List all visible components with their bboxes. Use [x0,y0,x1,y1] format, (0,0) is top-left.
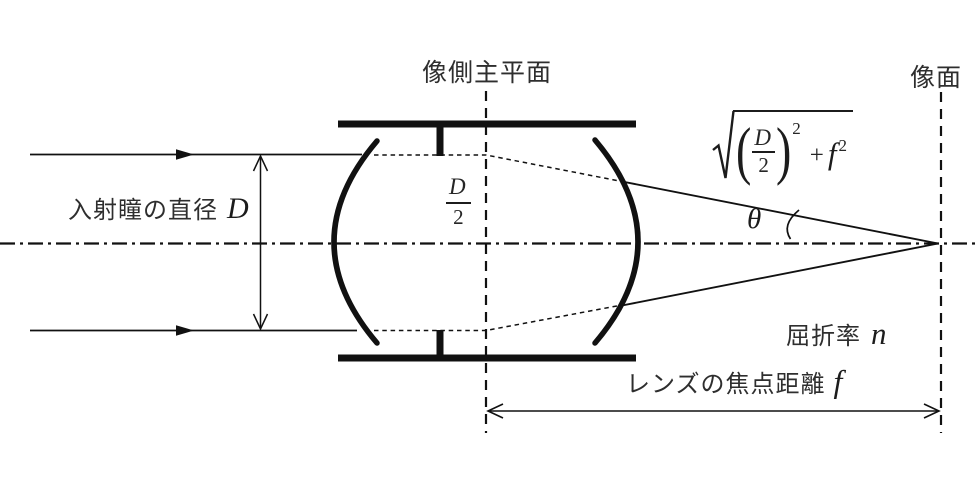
focal-length-label: レンズの焦点距離 f [626,363,842,400]
plus-sign: + [809,142,824,169]
half-diameter-fraction: D 2 [446,174,471,230]
formula-fraction: D 2 [752,126,775,176]
radicand: ( D 2 ) 2 + f 2 [733,110,854,186]
focal-length-symbol-in-formula: f [827,136,837,171]
formula-fraction-denominator: 2 [758,152,769,177]
converging-ray-top [621,180,939,245]
lens-front-surface-arc [331,138,380,346]
formula-fraction-numerator: D [752,126,775,153]
converging-ray-bottom [621,242,939,307]
radical-sign-icon [712,110,735,179]
image-plane-label: 像面 [910,64,963,92]
entrance-pupil-diameter-label: 入射瞳の直径 D [68,190,249,226]
focal-length-dimension-arrow [486,403,941,419]
lens-rear-surface-arc [592,137,641,346]
f-exponent: 2 [838,136,848,155]
refracted-ray-dashed-top [374,154,623,183]
open-paren: ( [736,114,752,186]
ray-arrowhead-bottom-icon [176,325,194,336]
theta-angle-arc [786,209,800,240]
hypotenuse-length-formula: ( D 2 ) 2 + f 2 [712,102,854,186]
theta-angle-label: θ [747,203,762,235]
outer-exponent: 2 [792,119,801,138]
principal-plane-label: 像側主平面 [422,59,553,87]
close-paren: ) [775,114,792,186]
half-d-denominator: 2 [453,205,464,230]
focal-length-text: レンズの焦点距離 [626,371,826,398]
half-d-numerator: D [446,174,471,205]
refractive-index-symbol-n: n [871,316,887,351]
refracted-ray-dashed-bottom [374,304,623,332]
ray-arrowhead-top-icon [176,149,194,160]
entrance-pupil-text: 入射瞳の直径 [68,197,218,224]
refractive-index-label: 屈折率 n [786,316,887,352]
pupil-diameter-arrow [252,154,269,331]
entrance-pupil-symbol-D: D [227,192,249,225]
refractive-index-text: 屈折率 [786,323,861,350]
focal-length-symbol-f: f [833,363,843,399]
